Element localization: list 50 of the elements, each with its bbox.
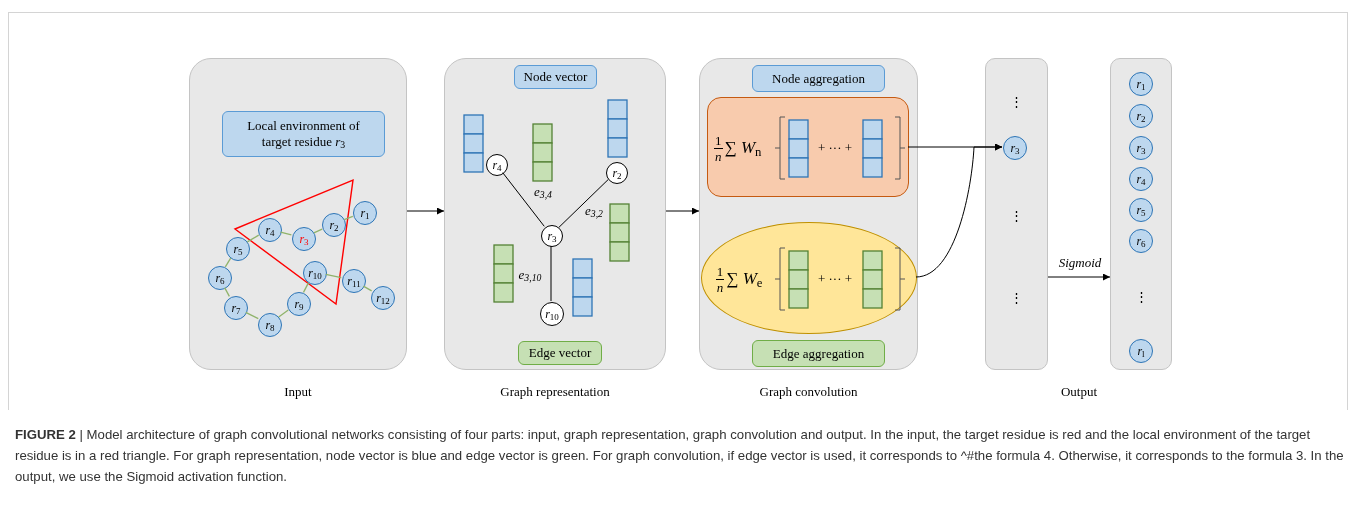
edge-label: Sigmoid — [1058, 254, 1102, 273]
panel-caption: Graph convolution — [759, 383, 858, 401]
panel — [699, 58, 918, 370]
connector-line — [325, 273, 342, 279]
numerator: 1 — [714, 132, 723, 149]
connector-line — [362, 285, 373, 292]
connector-line — [279, 231, 293, 236]
numerator: 1 — [715, 263, 725, 280]
connector-line — [224, 257, 232, 268]
title-box: Node vector — [514, 65, 597, 89]
edge-label: e$_{3,2}$ — [585, 202, 603, 221]
text-label: ⋮ — [1134, 288, 1148, 307]
column-panel — [985, 58, 1048, 370]
connector-line — [313, 228, 323, 234]
title-box: Edge vector — [518, 341, 602, 365]
panel-caption: Graph representation — [500, 383, 610, 401]
title-box: Node aggregation — [752, 65, 885, 92]
denominator: n — [715, 148, 722, 164]
text-label: Output — [1060, 383, 1098, 402]
plus-ellipsis: + ··· + — [817, 139, 853, 158]
connector-line — [246, 234, 260, 243]
title-box: Local environment of target residue r$_{3}$ — [222, 111, 385, 157]
text-label: ⋮ — [1009, 207, 1023, 226]
connector-line — [224, 286, 230, 298]
text-label: ⋮ — [1009, 289, 1023, 308]
sum-term: ∑ W$_{n}$ — [724, 137, 762, 161]
column-panel — [1110, 58, 1172, 370]
connector-line — [302, 282, 310, 293]
text-label: ⋮ — [1009, 93, 1023, 112]
edge-label: e$_{3,4}$ — [534, 183, 552, 202]
arrow — [665, 207, 700, 215]
connector-line — [245, 311, 259, 320]
connector-line — [558, 179, 609, 228]
panel — [444, 58, 666, 370]
figure-caption: FIGURE 2 | Model architecture of graph convolutional networks consisting of four parts: input, graph representation, graph convolution and output. In the input, the target residue is red and the local environment of the target residue is in a red triangle. For graph representation, node vector is blue and edge vector is green. For graph convolution, if edge vector is used, it corresponds to ^#the formula 4. Otherwise, it corresponds to the formula 3. In the output, we use the Sigmoid activation function. — [15, 426, 1345, 486]
panel-caption: Input — [284, 383, 312, 401]
connector-line — [278, 309, 289, 318]
sum-term: ∑ W$_{e}$ — [726, 268, 763, 292]
edge-label: e$_{3,10}$ — [518, 266, 542, 285]
plus-ellipsis: + ··· + — [817, 270, 853, 289]
formula-box — [707, 97, 909, 197]
arrow — [406, 207, 445, 215]
denominator: n — [716, 279, 724, 295]
connector-line — [550, 245, 552, 302]
title-box: Edge aggregation — [752, 340, 885, 367]
connector-line — [502, 172, 545, 227]
panel — [189, 58, 407, 370]
connector-line — [343, 215, 354, 221]
arrow — [1047, 273, 1111, 281]
arrow — [915, 143, 1003, 278]
